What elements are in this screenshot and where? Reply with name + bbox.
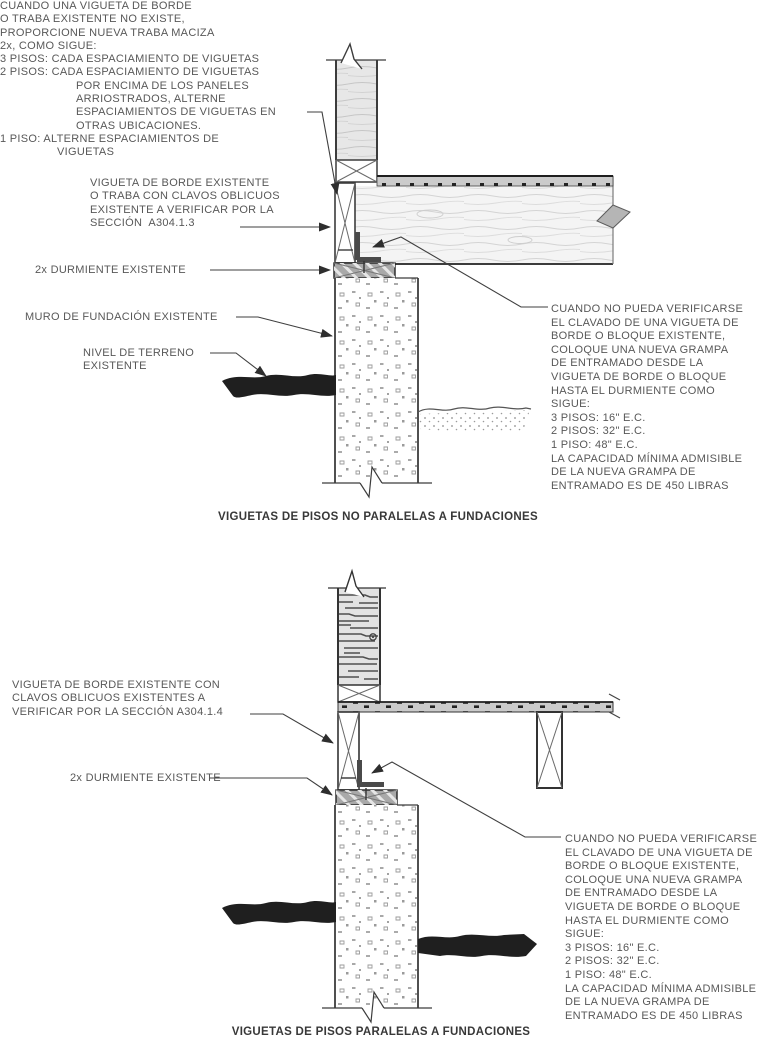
leader-clip-note bbox=[372, 236, 548, 308]
joist-cross-section bbox=[536, 711, 563, 789]
rim-joist bbox=[337, 711, 360, 791]
wall-stud bbox=[326, 41, 386, 160]
foundation-wall bbox=[322, 277, 432, 499]
caption-bottom: VIGUETAS DE PISOS PARALELAS A FUNDACIONE… bbox=[231, 1026, 531, 1038]
leader-rim-joist bbox=[250, 713, 334, 744]
blocking-box bbox=[337, 684, 381, 703]
subfloor bbox=[376, 175, 614, 187]
framing-clip bbox=[338, 232, 381, 262]
subfloor bbox=[337, 693, 621, 719]
grade-band bbox=[222, 374, 336, 398]
break-symbol bbox=[361, 990, 385, 1024]
detail-top-joists-not-parallel bbox=[210, 41, 631, 499]
leader-grade bbox=[210, 352, 267, 377]
caption-top: VIGUETAS DE PISOS NO PARALELAS A FUNDACI… bbox=[218, 511, 538, 523]
leader-intro-note bbox=[307, 111, 340, 195]
wall-stud bbox=[328, 568, 386, 685]
grade-band bbox=[418, 934, 537, 957]
label-sill-bottom: 2x DURMIENTE EXISTENTE bbox=[70, 772, 221, 784]
floor-joist bbox=[355, 176, 631, 265]
detail-bottom-joists-parallel bbox=[210, 568, 621, 1024]
blocking-box bbox=[335, 159, 378, 183]
ground-line bbox=[417, 406, 532, 433]
break-symbol bbox=[596, 204, 631, 229]
rim-joist bbox=[334, 182, 356, 264]
leader-sill bbox=[210, 777, 333, 796]
note-framing-clip-bottom: CUANDO NO PUEDA VERIFICARSE EL CLAVADO D… bbox=[565, 833, 758, 1022]
leader-lines bbox=[210, 713, 561, 838]
break-symbol bbox=[359, 465, 383, 499]
note-framing-clip-top: CUANDO NO PUEDA VERIFICARSE EL CLAVADO D… bbox=[551, 303, 744, 492]
wood-knot bbox=[369, 633, 377, 641]
label-sill-top: 2x DURMIENTE EXISTENTE bbox=[35, 264, 186, 276]
label-rim-joist-bottom: VIGUETA DE BORDE EXISTENTE CON CLAVOS OB… bbox=[12, 679, 224, 718]
leader-lines bbox=[210, 111, 548, 377]
label-rim-joist-top: VIGUETA DE BORDE EXISTENTE O TRABA CON C… bbox=[90, 177, 280, 229]
break-symbol bbox=[344, 568, 365, 598]
sill-plate bbox=[333, 261, 396, 279]
label-foundation-wall: MURO DE FUNDACIÓN EXISTENTE bbox=[25, 311, 218, 323]
grade-band bbox=[222, 901, 336, 925]
framing-clip bbox=[341, 760, 384, 787]
leader-foundation bbox=[236, 316, 333, 338]
label-grade-level: NIVEL DE TERRENO EXISTENTE bbox=[83, 347, 195, 373]
break-symbol bbox=[608, 693, 621, 719]
sill-plate bbox=[335, 788, 398, 806]
note-bracing-requirements: CUANDO UNA VIGUETA DE BORDE O TRABA EXIS… bbox=[0, 0, 277, 159]
foundation-wall bbox=[322, 804, 432, 1024]
leader-clip-note bbox=[371, 761, 561, 838]
break-symbol bbox=[340, 41, 363, 70]
